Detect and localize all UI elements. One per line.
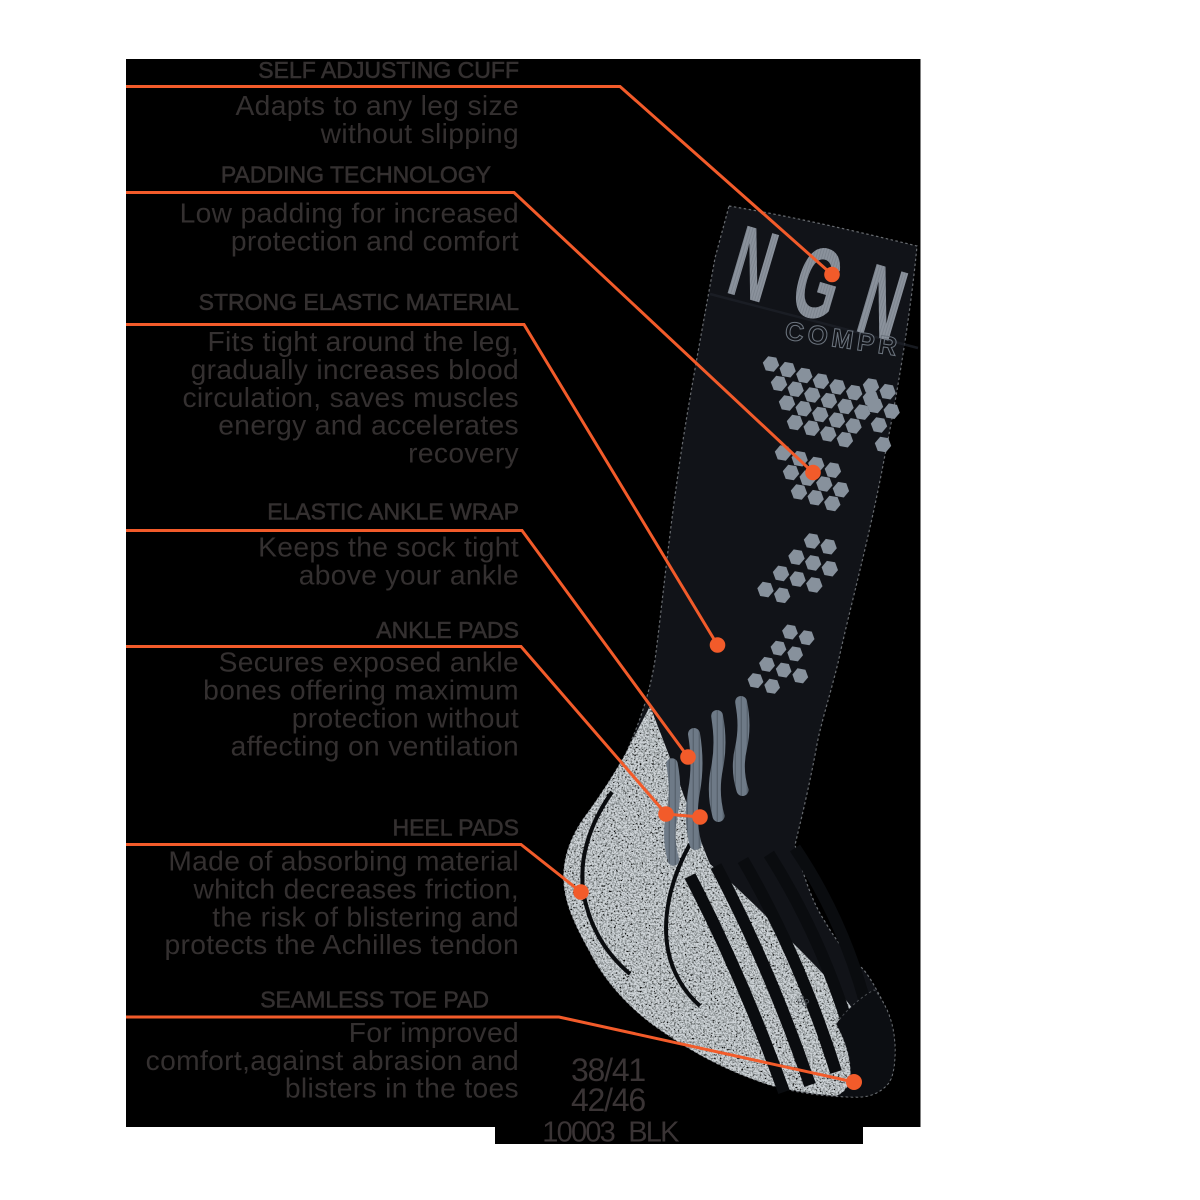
svg-text:For improved: For improved bbox=[349, 1016, 519, 1048]
svg-text:38/41: 38/41 bbox=[571, 1052, 645, 1088]
svg-text:comfort,against abrasion and: comfort,against abrasion and bbox=[146, 1044, 519, 1076]
svg-text:gradually increases blood: gradually increases blood bbox=[191, 353, 519, 385]
svg-text:SEAMLESS TOE PAD: SEAMLESS TOE PAD bbox=[260, 987, 489, 1013]
svg-text:whitch decreases friction,: whitch decreases friction, bbox=[192, 873, 519, 905]
svg-text:without slipping: without slipping bbox=[320, 117, 519, 149]
svg-text:SELF ADJUSTING CUFF: SELF ADJUSTING CUFF bbox=[258, 57, 519, 83]
svg-text:10003_BLK: 10003_BLK bbox=[542, 1117, 680, 1149]
svg-text:protection and comfort: protection and comfort bbox=[231, 225, 519, 257]
svg-text:protects the Achilles tendon: protects the Achilles tendon bbox=[164, 928, 519, 960]
svg-text:PADDING TECHNOLOGY: PADDING TECHNOLOGY bbox=[221, 162, 491, 188]
svg-text:ELASTIC ANKLE WRAP: ELASTIC ANKLE WRAP bbox=[267, 499, 519, 525]
svg-text:bones offering maximum: bones offering maximum bbox=[203, 674, 519, 706]
svg-text:affecting on ventilation: affecting on ventilation bbox=[231, 730, 519, 762]
svg-text:protection without: protection without bbox=[292, 702, 519, 734]
svg-text:ANKLE PADS: ANKLE PADS bbox=[376, 617, 519, 643]
svg-text:Made of absorbing material: Made of absorbing material bbox=[168, 845, 519, 877]
svg-text:38: 38 bbox=[794, 993, 811, 1010]
svg-text:energy and accelerates: energy and accelerates bbox=[218, 409, 519, 441]
svg-text:Fits tight around the leg,: Fits tight around the leg, bbox=[207, 325, 519, 357]
svg-text:42/46: 42/46 bbox=[571, 1082, 645, 1118]
svg-text:STRONG ELASTIC MATERIAL: STRONG ELASTIC MATERIAL bbox=[199, 289, 520, 315]
svg-text:HEEL PADS: HEEL PADS bbox=[392, 815, 519, 841]
svg-text:blisters in the toes: blisters in the toes bbox=[285, 1072, 519, 1104]
svg-text:Keeps the sock tight: Keeps the sock tight bbox=[258, 531, 519, 563]
svg-text:recovery: recovery bbox=[408, 437, 519, 469]
svg-text:above your ankle: above your ankle bbox=[299, 559, 519, 591]
svg-text:Secures exposed ankle: Secures exposed ankle bbox=[219, 646, 519, 678]
svg-text:Low padding for increased: Low padding for increased bbox=[180, 197, 519, 229]
svg-text:circulation, saves muscles: circulation, saves muscles bbox=[182, 381, 519, 413]
svg-text:Adapts to any leg size: Adapts to any leg size bbox=[236, 89, 519, 121]
svg-text:the risk of blistering and: the risk of blistering and bbox=[212, 901, 519, 933]
